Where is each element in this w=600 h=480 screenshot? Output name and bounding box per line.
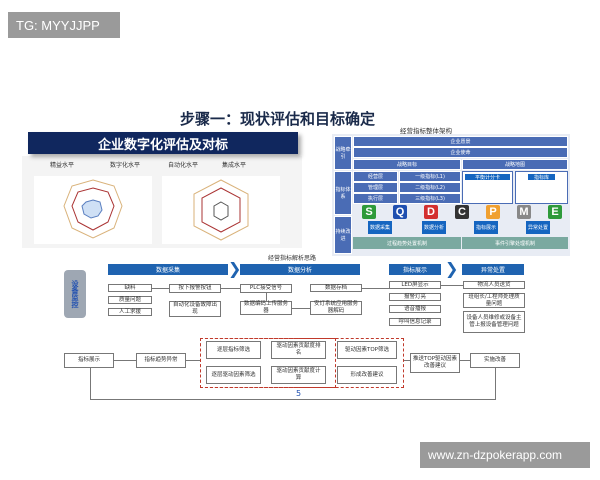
letter-q: Q — [393, 205, 407, 219]
connector — [404, 360, 410, 361]
letter-c: C — [455, 205, 469, 219]
mechanism-event: 事件引擎处理机制 — [462, 237, 568, 249]
connector — [460, 360, 470, 361]
bar-handle: 异常处置 — [462, 264, 524, 275]
handle-equipment: 设备人员维修或设备主管上报设备管理问题 — [463, 311, 525, 333]
handle-logistics: 物流人员送货 — [463, 281, 525, 289]
input-material: 缺料 — [108, 284, 152, 292]
radar-series-current — [81, 199, 103, 219]
bar-display: 指标展示 — [389, 264, 441, 275]
radar-outline — [63, 179, 123, 239]
letter-p: P — [486, 205, 500, 219]
side-strategy: 战略牵引 — [334, 136, 352, 170]
store-box: 数据存档 — [310, 284, 362, 292]
level-l2: 二级指标(L2) — [399, 182, 461, 193]
radar-series-target — [71, 187, 115, 231]
label-lean: 精益水平 — [50, 162, 75, 169]
device-monitor: 设备监控 — [64, 270, 86, 318]
label-digital: 数字化水平 — [110, 162, 141, 169]
mechanism-process: 过程趋势处置机制 — [353, 237, 461, 249]
upload-box: 数据编码上传服务器 — [240, 301, 292, 315]
mission: 企业使命 — [353, 147, 568, 158]
connector — [186, 360, 200, 361]
radar-series-current — [213, 201, 229, 221]
vision: 企业愿景 — [353, 136, 568, 147]
balanced-scorecard: 平衡计分卡 — [462, 171, 513, 204]
connector — [441, 285, 463, 286]
auto-fault-box: 自动化设备故障出现 — [169, 301, 221, 317]
show-record: 呼叫信息记录 — [389, 318, 441, 326]
architecture-title: 经营指标整体架构 — [400, 127, 452, 135]
label-integration: 集成水平 — [222, 162, 247, 169]
level-l3: 三级指标(L3) — [399, 193, 461, 204]
layer-indicator-filter: 逐层指标筛选 — [206, 341, 261, 359]
side-improve: 持续改进 — [334, 216, 352, 254]
plc-box: PLC接受信号 — [240, 284, 292, 293]
connector — [362, 288, 389, 289]
connector — [221, 288, 240, 289]
handle-quality: 班组长/工程师处理质量问题 — [463, 293, 525, 308]
connector — [266, 293, 267, 301]
letter-e: E — [548, 205, 562, 219]
step-analyze: 数据分析 — [422, 221, 446, 234]
letter-m: M — [517, 205, 531, 219]
radar-chart-2 — [162, 176, 280, 244]
feedback-loop — [90, 368, 496, 400]
show-voice: 语音播报 — [389, 305, 441, 313]
decode-box: 安灯系统应用服务器解码 — [310, 301, 362, 315]
driver-rank: 驱动因素贡献度排名 — [271, 341, 326, 359]
analysis-title: 经营指标解析思路 — [268, 255, 317, 262]
bar-collect: 数据采集 — [108, 264, 228, 275]
implement: 实施改善 — [470, 353, 520, 368]
label-automation: 自动化水平 — [168, 162, 199, 169]
step-collect: 数据采集 — [368, 221, 392, 234]
connector — [114, 360, 136, 361]
input-manual: 人工求援 — [108, 308, 152, 316]
level-l1: 一级指标(L1) — [399, 171, 461, 182]
letter-d: D — [424, 205, 438, 219]
radar-chart-1 — [34, 176, 152, 244]
push-suggestion: 推送TOP驱动因素改善建议 — [410, 353, 460, 373]
bar-analyze: 数据分析 — [240, 264, 360, 275]
letter-s: S — [362, 205, 376, 219]
chevron-right-icon: ❯ — [228, 259, 242, 278]
show-light: 报警灯亮 — [389, 293, 441, 301]
radar-outline — [193, 179, 249, 241]
indicator-library: 指标库 — [515, 171, 568, 204]
layer-driver-filter: 逐层驱动因素筛选 — [206, 366, 261, 384]
watermark-bottom: www.zn-dzpokerapp.com — [420, 442, 590, 468]
form-suggestion: 形成改善建议 — [337, 366, 397, 384]
radar-series-target — [201, 187, 241, 233]
page-title: 步骤一：现状评估和目标确定 — [180, 110, 376, 128]
bottom-show: 指标展示 — [64, 353, 114, 368]
driver-analysis-box — [200, 338, 404, 388]
driver-top-filter: 驱动因素TOP筛选 — [337, 341, 397, 359]
level-mgmt: 管理层 — [353, 182, 398, 193]
bottom-trend: 指标趋势异常 — [136, 353, 186, 368]
sqdcpme-row: S Q D C P M E — [362, 205, 562, 219]
chevron-right-icon: ❯ — [445, 259, 459, 278]
side-indicators: 指标体系 — [334, 171, 352, 215]
connector — [292, 308, 310, 309]
assessment-header: 企业数字化评估及对标 — [28, 132, 298, 154]
strategic-goal: 战略目标 — [353, 159, 461, 170]
step-handle: 异常处置 — [526, 221, 550, 234]
strategy-map: 战略地图 — [462, 159, 568, 170]
step-display: 指标展示 — [474, 221, 498, 234]
watermark-top: TG: MYYJJPP — [8, 12, 120, 38]
level-ops: 经营层 — [353, 171, 398, 182]
input-quality: 质量问题 — [108, 296, 152, 304]
loop-label: 5 — [296, 389, 302, 398]
connector — [152, 288, 169, 289]
level-exec: 执行层 — [353, 193, 398, 204]
show-led: LED屏显示 — [389, 281, 441, 289]
alarm-button-box: 按下报警按钮 — [169, 284, 221, 293]
driver-calc: 驱动因素贡献度计算 — [271, 366, 326, 384]
